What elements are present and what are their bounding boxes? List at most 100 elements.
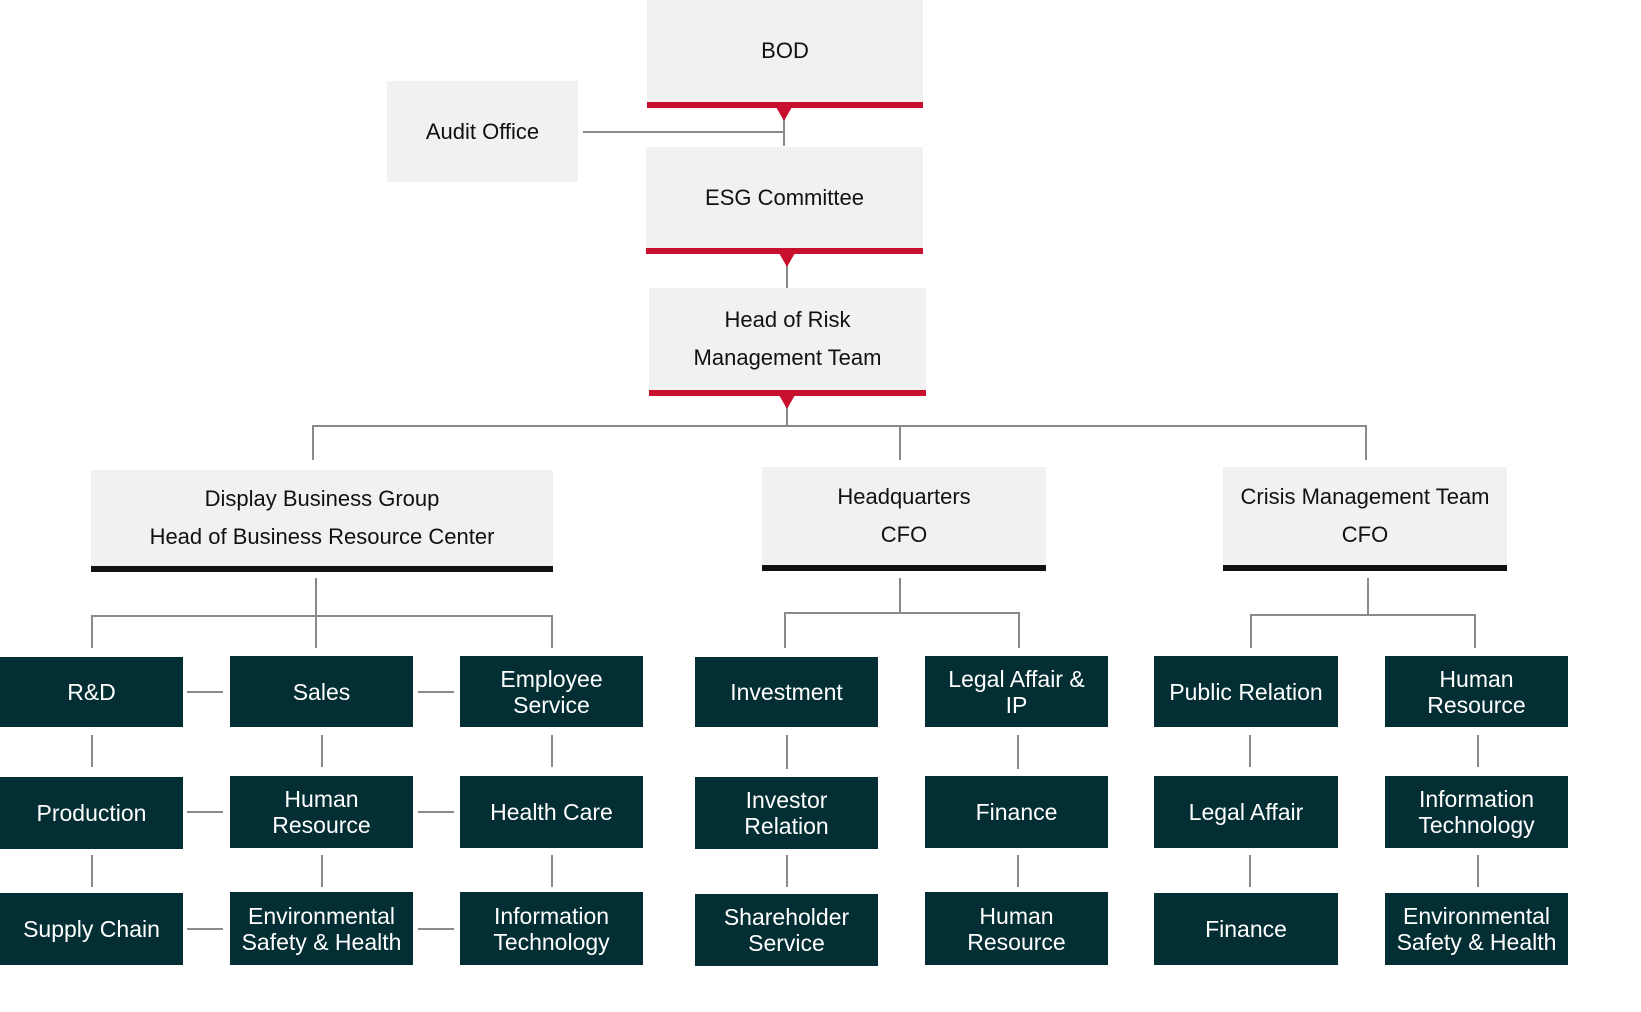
connector-line xyxy=(418,691,454,693)
connector-line xyxy=(91,615,553,617)
unit-label: Investor xyxy=(745,787,828,813)
esg-committee-label: ESG Committee xyxy=(705,184,864,210)
connector-line xyxy=(91,735,93,767)
unit-label: Supply Chain xyxy=(23,916,160,942)
connector-line xyxy=(1249,855,1251,887)
unit-label: Human xyxy=(1439,665,1514,692)
unit-box-information-technology: Information Technology xyxy=(1385,776,1568,848)
unit-label: Employee xyxy=(500,665,603,692)
bod-label: BOD xyxy=(761,38,809,63)
connector-line xyxy=(786,735,788,769)
unit-box-production: Production xyxy=(0,777,183,849)
connector-line xyxy=(312,425,1367,427)
unit-label: Information xyxy=(493,902,610,929)
unit-box-health-care: Health Care xyxy=(460,776,643,848)
connector-line xyxy=(1477,735,1479,767)
unit-label: Finance xyxy=(975,799,1058,825)
connector-line xyxy=(418,928,454,930)
unit-label: Investment xyxy=(730,679,843,705)
unit-label: Human xyxy=(979,902,1054,929)
connector-line xyxy=(899,425,901,460)
head-of-risk-label: Management Team xyxy=(693,345,882,370)
crisis-management-box: Crisis Management Team CFO xyxy=(1223,467,1507,571)
connector-line xyxy=(1249,735,1251,767)
unit-label: Service xyxy=(513,691,590,718)
connector-line xyxy=(786,855,788,887)
connector-line xyxy=(91,615,93,648)
unit-label: Information xyxy=(1418,786,1535,812)
connector-line xyxy=(418,811,454,813)
connector-line xyxy=(1365,425,1367,460)
head-of-risk-box: Head of Risk Management Team xyxy=(649,288,926,396)
headquarters-box: Headquarters CFO xyxy=(762,467,1046,571)
group-title-line: Head of Business Resource Center xyxy=(149,524,495,549)
unit-label: R&D xyxy=(67,679,116,705)
group-title-line: Headquarters xyxy=(837,484,971,509)
unit-box-sales: Sales xyxy=(230,656,413,727)
unit-box-environmental-safety-health: Environmental Safety & Health xyxy=(1385,893,1568,965)
display-business-group-box: Display Business Group Head of Business … xyxy=(91,470,553,572)
connector-line xyxy=(187,811,223,813)
connector-line xyxy=(315,615,317,648)
unit-box-finance: Finance xyxy=(1154,893,1338,965)
connector-line xyxy=(312,425,314,460)
group-title-line: Display Business Group xyxy=(204,486,440,511)
audit-office-label: Audit Office xyxy=(425,118,540,144)
connector-line xyxy=(321,855,323,887)
connector-line xyxy=(551,855,553,887)
unit-label: Service xyxy=(748,930,825,956)
unit-box-shareholder-service: Shareholder Service xyxy=(695,894,878,966)
unit-label: Technology xyxy=(1418,812,1535,838)
unit-label: Resource xyxy=(1427,691,1526,718)
unit-label: Legal Affair xyxy=(1188,799,1304,825)
connector-line xyxy=(583,131,784,133)
connector-line xyxy=(783,110,785,146)
unit-label: Resource xyxy=(967,928,1066,955)
unit-label: Health Care xyxy=(490,799,613,825)
unit-label: Legal Affair & xyxy=(948,665,1085,692)
connector-line xyxy=(1250,614,1476,616)
connector-line xyxy=(1477,855,1479,887)
unit-label: Safety & Health xyxy=(241,928,402,955)
unit-label: Sales xyxy=(292,678,351,705)
connector-line xyxy=(1017,735,1019,769)
unit-box-legal-affair: Legal Affair xyxy=(1154,776,1338,848)
unit-label: Finance xyxy=(1205,916,1287,942)
unit-box-investor-relation: Investor Relation xyxy=(695,777,878,849)
unit-label: Production xyxy=(36,800,147,826)
red-pointer-triangle xyxy=(779,395,795,409)
connector-line xyxy=(551,735,553,767)
unit-box-investment: Investment xyxy=(695,657,878,727)
red-pointer-triangle xyxy=(776,107,792,121)
unit-label: Environmental xyxy=(247,902,396,929)
unit-box-employee-service: Employee Service xyxy=(460,656,643,727)
connector-line xyxy=(899,578,901,612)
unit-label: Safety & Health xyxy=(1396,929,1557,955)
unit-box-environmental-safety-health: Environmental Safety & Health xyxy=(230,892,413,965)
unit-label: Human xyxy=(284,786,359,812)
audit-office-box: Audit Office xyxy=(387,81,578,182)
group-title-line: Crisis Management Team xyxy=(1240,484,1490,509)
unit-label: Relation xyxy=(744,813,829,839)
red-pointer-triangle xyxy=(779,253,795,267)
connector-line xyxy=(1250,614,1252,648)
group-title-line: CFO xyxy=(1341,522,1389,547)
unit-box-human-resource: Human Resource xyxy=(925,892,1108,965)
unit-box-rnd: R&D xyxy=(0,657,183,727)
connector-line xyxy=(1017,855,1019,887)
connector-line xyxy=(315,578,317,616)
unit-label: Technology xyxy=(493,928,610,955)
unit-box-human-resource: Human Resource xyxy=(1385,656,1568,727)
connector-line xyxy=(784,612,786,648)
head-of-risk-label: Head of Risk xyxy=(724,307,851,332)
connector-line xyxy=(784,612,1020,614)
unit-box-supply-chain: Supply Chain xyxy=(0,893,183,965)
unit-label: Public Relation xyxy=(1169,678,1323,705)
connector-line xyxy=(786,398,788,426)
unit-box-public-relation: Public Relation xyxy=(1154,656,1338,727)
unit-label: Resource xyxy=(272,812,371,838)
connector-line xyxy=(1367,578,1369,614)
group-title-line: CFO xyxy=(880,522,928,547)
connector-line xyxy=(786,256,788,288)
connector-line xyxy=(321,735,323,767)
